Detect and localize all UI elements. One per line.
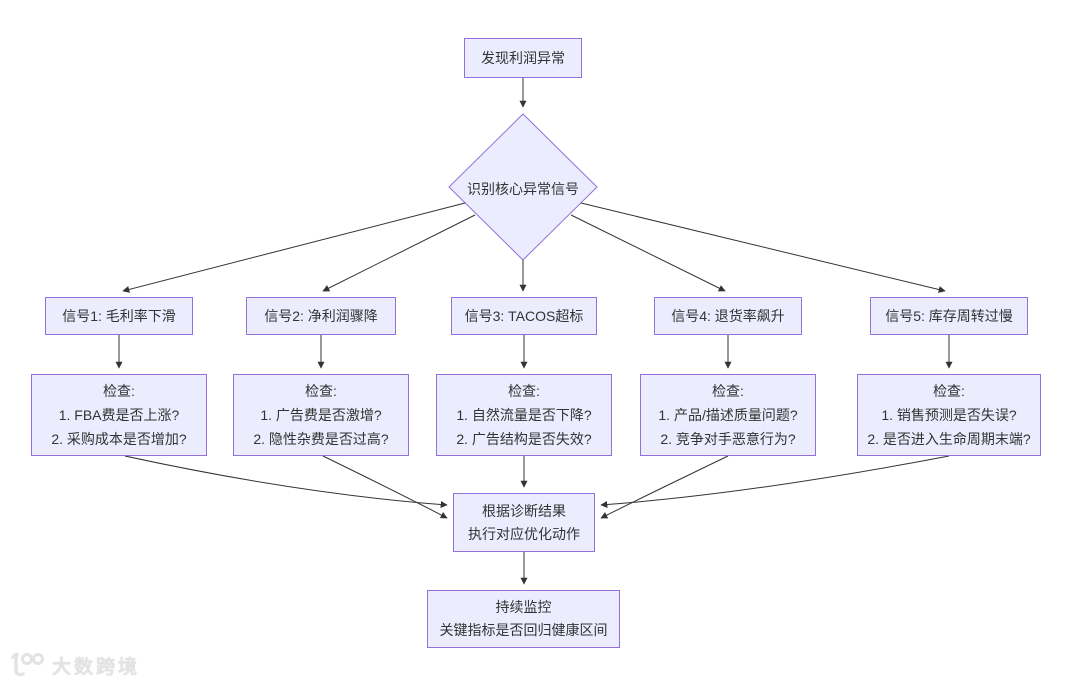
check-item: 2. 隐性杂费是否过高? — [253, 431, 389, 447]
node-signal-2: 信号2: 净利润骤降 — [246, 297, 396, 335]
check-item: 2. 广告结构是否失效? — [456, 431, 592, 447]
check-item: 1. FBA费是否上涨? — [58, 407, 180, 423]
node-monitor: 持续监控 关键指标是否回归健康区间 — [427, 590, 620, 648]
connector-check5-to-action — [600, 455, 950, 509]
node-start: 发现利润异常 — [464, 38, 582, 78]
monitor-line: 关键指标是否回归健康区间 — [439, 622, 608, 638]
check-item: 2. 竞争对手恶意行为? — [660, 431, 796, 447]
check-item: 2. 是否进入生命周期末端? — [867, 431, 1031, 447]
check-item: 1. 产品/描述质量问题? — [658, 407, 798, 423]
connector-check1-to-action — [124, 455, 448, 509]
check-title: 检查: — [933, 383, 965, 399]
connector-check4-to-action — [600, 455, 729, 519]
check-item: 1. 自然流量是否下降? — [456, 407, 592, 423]
check-item: 1. 销售预测是否失误? — [881, 407, 1017, 423]
node-signal-3: 信号3: TACOS超标 — [451, 297, 597, 335]
monitor-line: 持续监控 — [495, 599, 552, 615]
watermark: 大数跨境 — [8, 650, 140, 680]
node-decision-label: 识别核心异常信号 — [467, 181, 579, 197]
node-check-3: 检查: 1. 自然流量是否下降? 2. 广告结构是否失效? — [436, 374, 612, 456]
check-title: 检查: — [305, 383, 337, 399]
connector-check2-to-action — [322, 455, 448, 519]
node-signal-5: 信号5: 库存周转过慢 — [870, 297, 1028, 335]
node-check-2: 检查: 1. 广告费是否激增? 2. 隐性杂费是否过高? — [233, 374, 409, 456]
action-line: 执行对应优化动作 — [468, 525, 580, 542]
check-item: 2. 采购成本是否增加? — [51, 431, 187, 447]
node-check-5: 检查: 1. 销售预测是否失误? 2. 是否进入生命周期末端? — [857, 374, 1041, 456]
node-action: 根据诊断结果 执行对应优化动作 — [453, 493, 595, 552]
connector-decision-to-signal1 — [122, 202, 466, 293]
watermark-brand-text: 大数跨境 — [52, 656, 141, 678]
check-title: 检查: — [508, 383, 540, 399]
connector-decision-to-signal5 — [580, 202, 946, 293]
check-title: 检查: — [103, 383, 135, 399]
check-title: 检查: — [712, 383, 744, 399]
node-signal-1: 信号1: 毛利率下滑 — [45, 297, 193, 335]
node-check-1: 检查: 1. FBA费是否上涨? 2. 采购成本是否增加? — [31, 374, 207, 456]
node-check-4: 检查: 1. 产品/描述质量问题? 2. 竞争对手恶意行为? — [640, 374, 816, 456]
connector-decision-to-signal2 — [322, 214, 476, 292]
watermark-logo-icon — [10, 652, 44, 677]
action-line: 根据诊断结果 — [482, 502, 566, 519]
check-item: 1. 广告费是否激增? — [260, 407, 382, 423]
node-signal-4: 信号4: 退货率飙升 — [654, 297, 802, 335]
connector-decision-to-signal4 — [570, 214, 726, 292]
